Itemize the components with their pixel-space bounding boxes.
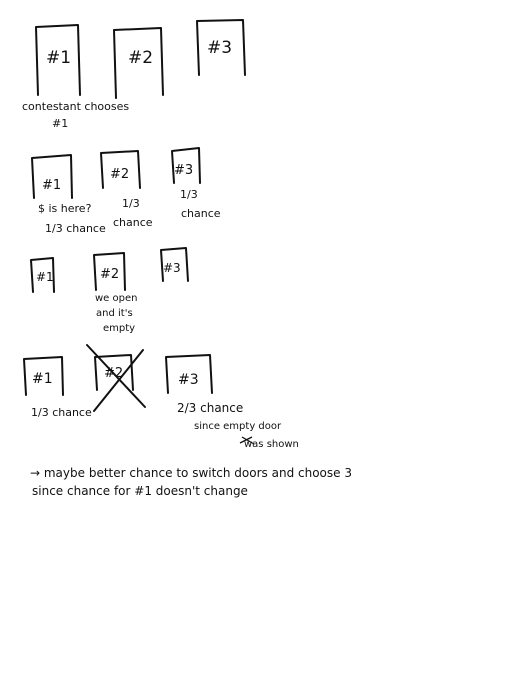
door-note: we open <box>95 293 137 304</box>
door-3: #3 <box>160 247 189 282</box>
door-label: #2 <box>110 167 129 182</box>
door-note: contestant chooses <box>22 100 129 113</box>
door-label: #3 <box>163 261 181 275</box>
door-note: 2/3 chance <box>177 401 243 415</box>
door-1: #1 <box>23 356 64 396</box>
cross-out-mark <box>86 344 146 412</box>
door-label: #1 <box>42 178 61 193</box>
door-note: since empty door <box>194 421 282 432</box>
door-label: #3 <box>207 38 232 58</box>
door-note: and it's <box>96 308 133 319</box>
door-2: #2 <box>113 27 164 99</box>
door-label: #1 <box>32 371 53 387</box>
door-note: chance <box>181 207 221 220</box>
row-1: #1 contestant chooses #1 #2 #3 <box>22 19 246 130</box>
conclusion-line: → maybe better chance to switch doors an… <box>30 466 352 480</box>
door-3: #3 <box>165 354 213 394</box>
door-1: #1 <box>35 24 81 96</box>
door-note: chance <box>113 216 153 229</box>
door-note: $ is here? <box>38 202 92 215</box>
door-label: #2 <box>128 48 153 68</box>
door-3: #3 <box>196 19 246 76</box>
conclusion-line: since chance for #1 doesn't change <box>32 484 248 498</box>
door-note: 1/3 chance <box>31 406 92 419</box>
door-1: #1 <box>31 154 73 199</box>
door-3: #3 <box>171 147 201 184</box>
conclusion: → maybe better chance to switch doors an… <box>30 466 352 498</box>
door-note: 1/3 <box>122 197 140 210</box>
scribble-mark <box>239 436 255 445</box>
door-label: #1 <box>46 48 71 68</box>
door-label: #3 <box>178 372 199 388</box>
door-label: #2 <box>100 267 119 282</box>
door-note: empty <box>103 323 135 334</box>
door-note: was shown <box>244 439 299 450</box>
door-note: #1 <box>52 117 68 130</box>
door-note: 1/3 chance <box>45 222 106 235</box>
door-2: #2 <box>100 150 141 189</box>
door-1: #1 <box>30 257 55 293</box>
door-label: #1 <box>36 270 54 284</box>
door-label: #3 <box>174 163 193 178</box>
door-2: #2 <box>93 252 126 291</box>
row-3: #1 #2 we open and it's empty #3 <box>30 247 189 334</box>
row-4: #1 1/3 chance #2 #3 2/3 chance since emp… <box>23 344 299 450</box>
door-note: 1/3 <box>180 188 198 201</box>
row-2: #1 $ is here? 1/3 chance #2 1/3 chance #… <box>31 147 221 235</box>
